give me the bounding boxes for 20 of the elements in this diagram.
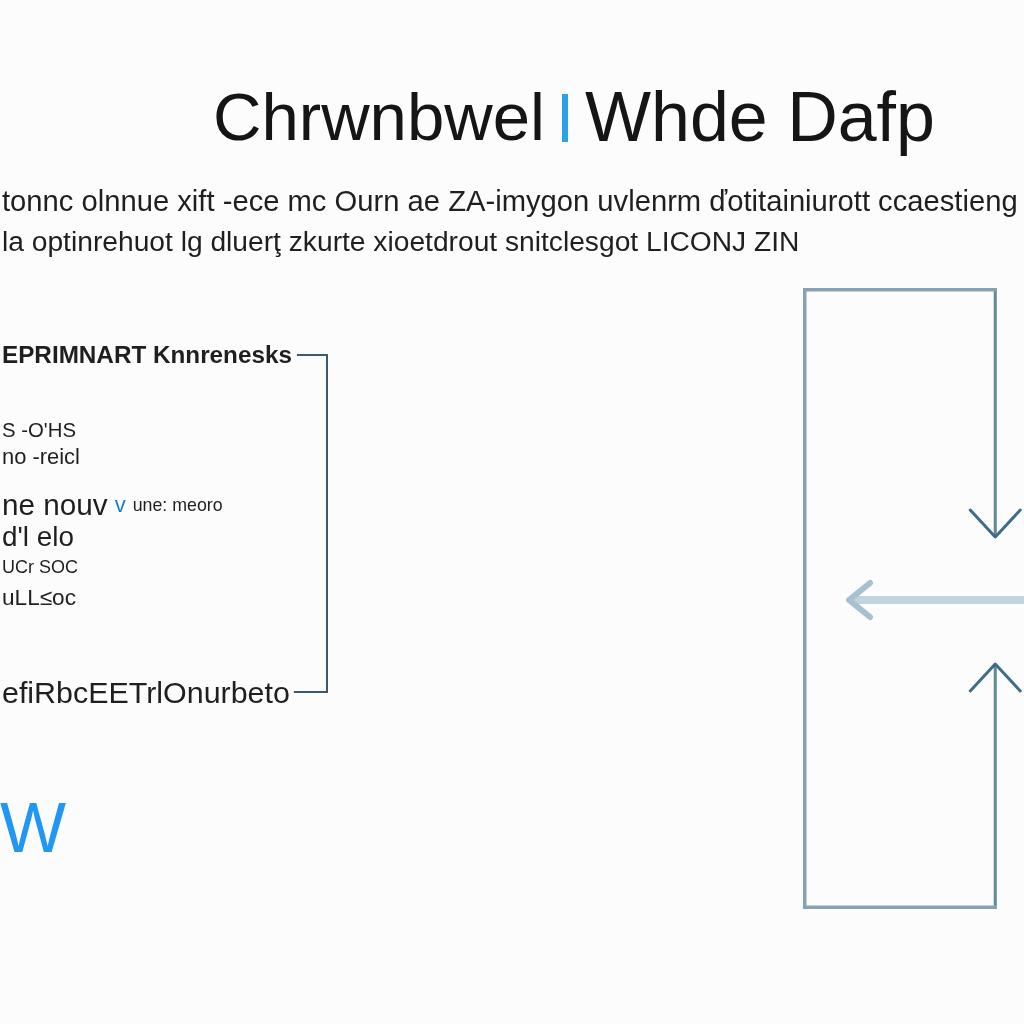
diagram-title: Chrwnbwel bbox=[213, 78, 545, 156]
arrow bbox=[846, 580, 1024, 620]
arrow bbox=[968, 662, 1022, 908]
description-text: la optinrehuot lg dluerţ zkurte xioetdrout snitclesgot LICONJ ZIN bbox=[2, 224, 800, 258]
list-text: ne nouv bbox=[2, 487, 108, 523]
corner-letter: W bbox=[0, 787, 67, 869]
list-mark: v bbox=[114, 492, 126, 518]
title-text: Whde Dafp bbox=[585, 76, 935, 158]
frame-outline bbox=[803, 288, 997, 909]
list-text: no -reicl bbox=[2, 444, 80, 470]
list-text: UCr SOC bbox=[2, 556, 78, 578]
description-text: tonnc olnnue xift -ece mc Ourn ae ZA-imygon uvlenrm ďotitainiurott ccaestieng bbox=[2, 185, 1018, 219]
list-text: une: meoro bbox=[132, 494, 223, 516]
list-text: uLL≤oc bbox=[2, 585, 76, 611]
list-text: S -O'HS bbox=[2, 419, 76, 443]
list-text: d'l elo bbox=[2, 520, 74, 554]
connector-line bbox=[292, 354, 328, 693]
footer-text: efiRbcEETrlOnurbeto bbox=[2, 674, 290, 710]
arrow bbox=[968, 289, 1022, 539]
section-heading: EPRIMNART Knnrenesks bbox=[2, 341, 292, 369]
